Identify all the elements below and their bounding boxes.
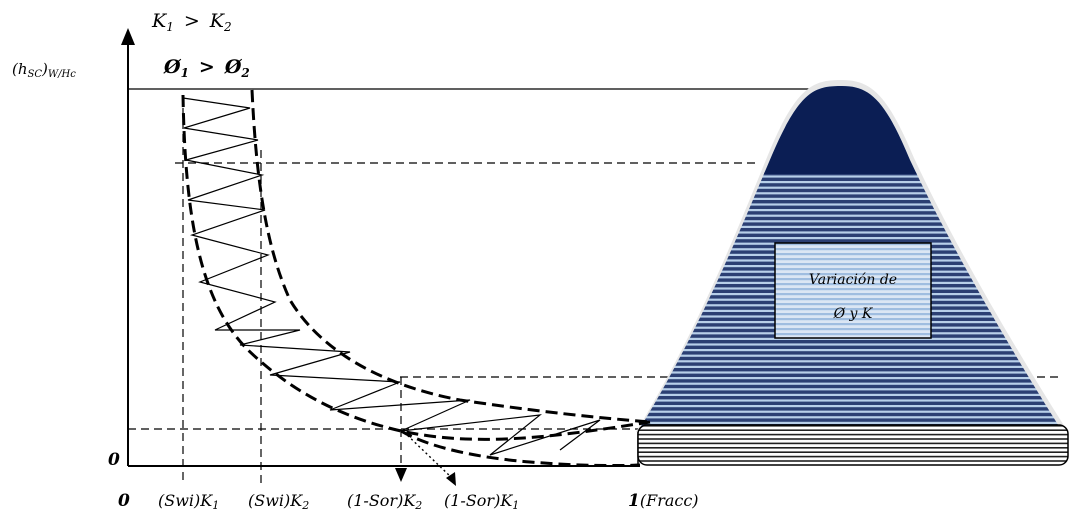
box-stripe bbox=[775, 283, 931, 286]
bell-stripe bbox=[640, 373, 1060, 377]
box-stripe bbox=[775, 323, 931, 326]
box-stripe bbox=[775, 293, 931, 296]
bottom-strip bbox=[637, 424, 1069, 466]
bell-stripe bbox=[640, 390, 1060, 394]
outer-curve bbox=[250, 89, 651, 424]
bell-dark-cap bbox=[640, 86, 1060, 174]
bell-stripe bbox=[640, 222, 1060, 226]
variation-box-line1: Variación de bbox=[809, 272, 897, 288]
bell-stripe bbox=[640, 412, 1060, 417]
box-stripe bbox=[775, 258, 931, 261]
bell-stripe bbox=[640, 228, 1060, 232]
box-stripe bbox=[775, 263, 931, 266]
phi-relation-label: Ø1>Ø2 bbox=[163, 56, 250, 80]
box-stripe bbox=[775, 333, 931, 336]
box-stripe bbox=[775, 328, 931, 331]
bottom-stripe bbox=[638, 442, 1068, 445]
bottom-curve bbox=[400, 429, 641, 468]
bell-stripe bbox=[640, 233, 1060, 237]
x-origin-label: 0 bbox=[118, 491, 130, 511]
inner-curve bbox=[181, 94, 651, 441]
bottom-strip-stripes bbox=[638, 425, 1068, 465]
bell-stripe bbox=[640, 351, 1060, 355]
variation-box-line2: Ø y K bbox=[833, 306, 874, 322]
x-tick-swi-k1: (Swi)K1 bbox=[158, 491, 219, 512]
box-stripe bbox=[775, 273, 931, 276]
bell-stripe bbox=[640, 200, 1060, 204]
box-stripe bbox=[775, 308, 931, 311]
x-tick-sor-k2: (1-Sor)K2 bbox=[347, 491, 422, 512]
k-relation-label: K1>K2 bbox=[151, 10, 232, 34]
sor-k1-arrow bbox=[446, 472, 456, 486]
bell-stripe bbox=[640, 401, 1060, 405]
bottom-stripe bbox=[638, 447, 1068, 449]
bottom-stripe bbox=[638, 438, 1068, 440]
bottom-stripe bbox=[638, 455, 1068, 458]
bell-stripe bbox=[640, 345, 1060, 349]
y-origin-label: 0 bbox=[108, 450, 120, 470]
box-stripe bbox=[775, 253, 931, 256]
y-axis-arrow bbox=[121, 28, 135, 45]
bell-stripe bbox=[640, 194, 1060, 198]
bell-stripe bbox=[640, 368, 1060, 372]
bell-stripe bbox=[640, 384, 1060, 389]
bottom-stripe bbox=[638, 433, 1068, 436]
bottom-stripe bbox=[638, 429, 1068, 431]
variation-box-stripes bbox=[775, 243, 931, 336]
bell-stripe bbox=[640, 407, 1060, 411]
box-stripe bbox=[775, 313, 931, 316]
box-stripe bbox=[775, 303, 931, 306]
y-axis-label: (hSC)W/Hc bbox=[12, 60, 76, 80]
bottom-stripe bbox=[638, 425, 1068, 427]
sor-k2-arrow bbox=[395, 468, 407, 482]
box-stripe bbox=[775, 298, 931, 301]
bell-stripe bbox=[640, 418, 1060, 422]
x-tick-swi-k2: (Swi)K2 bbox=[248, 491, 309, 512]
bell-stripe bbox=[640, 239, 1060, 243]
bell-stripe bbox=[640, 362, 1060, 366]
box-stripe bbox=[775, 318, 931, 321]
box-stripe bbox=[775, 278, 931, 281]
box-stripe bbox=[775, 288, 931, 291]
bell-stripe bbox=[640, 379, 1060, 383]
bell-stripe bbox=[640, 216, 1060, 221]
box-stripe bbox=[775, 243, 931, 246]
bell-stripe bbox=[640, 211, 1060, 215]
zigzag-line bbox=[182, 97, 601, 456]
bell-stripe bbox=[640, 183, 1060, 187]
variation-box bbox=[774, 242, 932, 339]
bell-stripe bbox=[640, 396, 1060, 400]
bell-stripe bbox=[640, 205, 1060, 209]
box-stripe bbox=[775, 268, 931, 271]
bottom-stripe bbox=[638, 460, 1068, 462]
x-tick-sor-k1: (1-Sor)K1 bbox=[444, 491, 519, 512]
sor-k1-dotted bbox=[403, 431, 453, 479]
bell-stripe bbox=[640, 356, 1060, 361]
bell-stripe bbox=[640, 177, 1060, 181]
bottom-stripe bbox=[638, 451, 1068, 453]
box-stripe bbox=[775, 248, 931, 251]
bell-stripe bbox=[640, 188, 1060, 193]
bell-stripe bbox=[640, 340, 1060, 344]
x-end-label: 1(Fracc) bbox=[628, 491, 699, 511]
